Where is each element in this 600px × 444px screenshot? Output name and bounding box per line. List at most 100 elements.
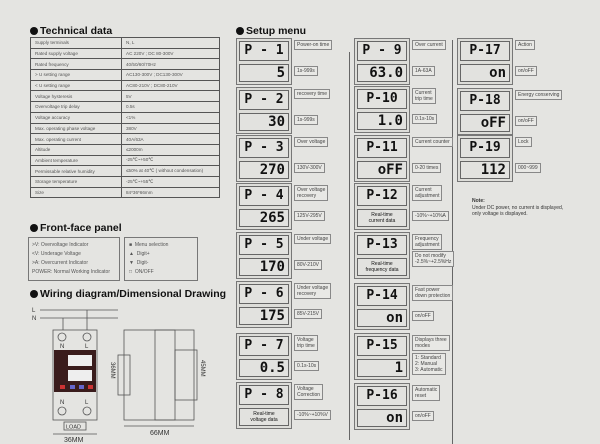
spec-name: Voltage hysteresis [30,90,122,103]
parameter-code-display: P-10 [357,89,407,109]
parameter-label: Voltage trip time [294,335,318,351]
setup-item-p8: P - 8 Real-time voltage data [236,382,292,429]
onoff-legend: □ ON/OFF [129,269,154,275]
parameter-code-display: P-18 [460,91,510,111]
parameter-range: -10%~+10%V [294,410,331,420]
parameter-value-display: 270 [239,161,289,179]
parameter-value-display: on [357,409,407,427]
terminal-l-top: L [85,344,89,350]
table-row: Altitude≤2000m [30,143,220,156]
parameter-value-display: 170 [239,258,289,276]
parameter-code-display: P-17 [460,41,510,61]
height-dimension: 45MM [199,360,205,377]
parameter-label: Current adjustment [412,185,443,201]
table-row: Storage temperature-25℃~+55℃ [30,175,220,188]
spec-value: 40/50/60/70Hz [121,58,220,71]
parameter-range: 125V-295V [294,211,325,221]
parameter-range: on/oFF [412,311,434,321]
parameter-label: Fast power down protection [412,285,454,301]
parameter-code-display: P - 8 [239,385,289,405]
parameter-range: 0.1s-10s [412,114,438,124]
parameter-range: 1A-63A [412,66,435,76]
parameter-label: Automatic reset [412,385,441,401]
spec-value: AC130-300V ; DC130-300V [121,69,220,81]
technical-data-heading: Technical data [30,25,112,37]
parameter-range: on/oFF [515,116,537,126]
spec-name: Supply terminals [30,37,122,49]
note-text: Under DC power, no current is displayed,… [472,204,564,218]
parameter-value-display: Real-time voltage data [239,408,289,426]
spec-value: -25℃~+50℃ [121,154,220,167]
parameter-label: Over voltage recovery [294,185,329,201]
parameter-code-display: P-12 [357,186,407,206]
setup-item-p6: P - 6 175 [236,281,292,328]
parameter-value-display: 175 [239,307,289,325]
parameter-range: 1s-999s [294,66,318,76]
up-arrow-icon: ▲ [129,251,134,257]
parameter-code-display: P-14 [357,286,407,306]
parameter-value-display: 0.5 [239,359,289,377]
wiring-heading: Wiring diagram/Dimensional Drawing [30,288,226,300]
parameter-code-display: P - 6 [239,284,289,304]
spec-name: Overvoltage trip delay [30,101,122,113]
parameter-code-display: P-16 [357,386,407,406]
down-arrow-icon: ▼ [129,260,134,266]
parameter-label: Under voltage [294,234,332,244]
parameter-value-display: 265 [239,209,289,227]
terminal-l-bottom: L [85,400,89,406]
parameter-value-display: oFF [357,161,407,179]
parameter-value-display: 1 [357,359,407,377]
menu-button-legend: ■ Menu selection [129,242,169,248]
depth-dimension: 66MM [150,430,170,437]
parameter-code-display: P - 1 [239,41,289,61]
spec-value: AC 220V ; DC 80-300V [121,47,220,60]
flow-connector [452,40,453,444]
parameter-label: Over current [412,40,446,50]
parameter-code-display: P - 2 [239,90,289,110]
spec-name: Ambient temperature [30,154,122,167]
parameter-range: Do not modify -2.5%~+2.5%Hz [412,251,455,267]
indicator-over-current: >A: Overcurrent Indicator [32,260,88,266]
indicator-power: POWER: Normal Working Indicator [32,269,110,275]
parameter-value-display: 63.0 [357,64,407,82]
note: Note: Under DC power, no current is disp… [472,198,563,218]
parameter-code-display: P - 3 [239,138,289,158]
parameter-label: Energy conserving [515,90,563,100]
note-title: Note: [472,198,485,204]
spec-value: 84*36*66mm [121,186,220,199]
parameter-range: 000~999 [515,163,541,173]
parameter-value-display: Real-time current data [357,209,407,227]
parameter-code-display: P-15 [357,336,407,356]
front-panel-heading: Front-face panel [30,222,122,234]
spec-value: <1% [121,111,220,124]
parameter-label: Frequency adjustment [412,234,443,250]
parameter-range: 130V-300V [294,163,325,173]
terminal-n-bottom: N [60,400,64,406]
parameter-range: 0.1s-10s [294,361,320,371]
line-n: N [32,316,36,322]
parameter-label: Power-on time [294,40,333,50]
spec-name: Storage temperature [30,175,122,188]
digit-plus-legend: ▲ Digit+ [129,251,150,257]
digit-minus-legend: ▼ Digit- [129,260,149,266]
parameter-label: Over voltage [294,137,329,147]
width-dimension: 36MM [64,437,84,444]
parameter-code-display: P - 5 [239,235,289,255]
spec-name: Max. operating current [30,133,122,145]
parameter-range: 1: Standard 2: Manual 3: Automatic [412,353,446,375]
